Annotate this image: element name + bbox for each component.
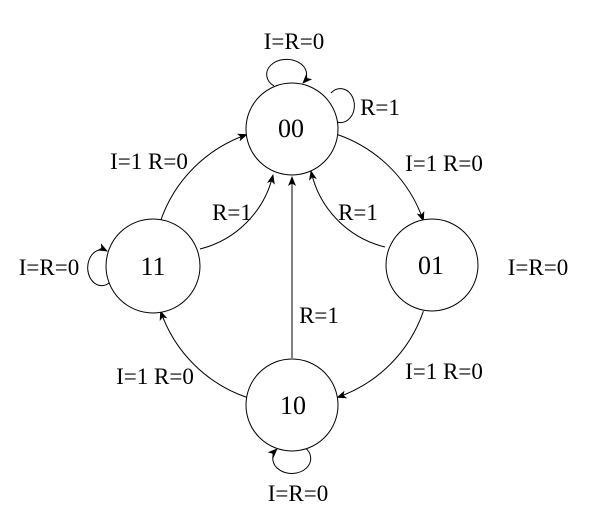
transition-arc-11-self-left [87,243,110,287]
state-circle-10 [245,358,339,452]
transition-label-10-to-11-outer: I=1 R=0 [116,364,194,389]
transition-arc-10-to-11-outer [159,310,247,398]
transition-labels: I=R=0 R=1 I=1 R=0 I=1 R=0 R=1 R=1 R=1 I=… [19,29,568,506]
transition-arc-11-to-00-outer [160,133,248,221]
transition-label-10-self-bottom: I=R=0 [268,481,328,506]
transition-label-00-self-right: R=1 [360,95,400,120]
transition-arc-01-to-10-outer [336,311,424,399]
transition-arc-10-self-bottom [267,446,312,474]
state-label-11: 11 [140,252,165,281]
transition-label-00-to-01-outer: I=1 R=0 [405,151,483,176]
state-node-00: 00 [245,82,339,176]
state-circle-11 [105,218,201,314]
state-label-00: 00 [278,114,304,143]
state-nodes: 00 01 10 11 [105,82,479,452]
state-label-10: 10 [280,391,306,420]
state-node-01: 01 [385,218,479,312]
transition-label-11-self-left: I=R=0 [19,255,79,280]
transition-label-01-to-00-inner: R=1 [338,200,378,225]
transition-label-11-to-00-outer: I=1 R=0 [110,149,188,174]
transition-label-10-to-00: R=1 [299,303,339,328]
transition-arc-01-to-00-inner [308,170,386,248]
transition-arc-00-to-01-outer [337,134,425,222]
transition-label-01-to-10-outer: I=1 R=0 [405,359,483,384]
transition-label-11-to-00-inner: R=1 [212,200,252,225]
transition-arc-00-self-top [266,58,313,87]
state-circle-01 [385,218,479,312]
transition-label-01-self-right: I=R=0 [508,255,568,280]
state-node-11: 11 [105,218,201,314]
state-circle-00 [245,82,339,176]
state-node-10: 10 [245,358,339,452]
transition-label-00-self-top: I=R=0 [264,29,324,54]
state-label-01: 01 [418,251,444,280]
transition-arc-11-to-00-inner [199,174,275,250]
